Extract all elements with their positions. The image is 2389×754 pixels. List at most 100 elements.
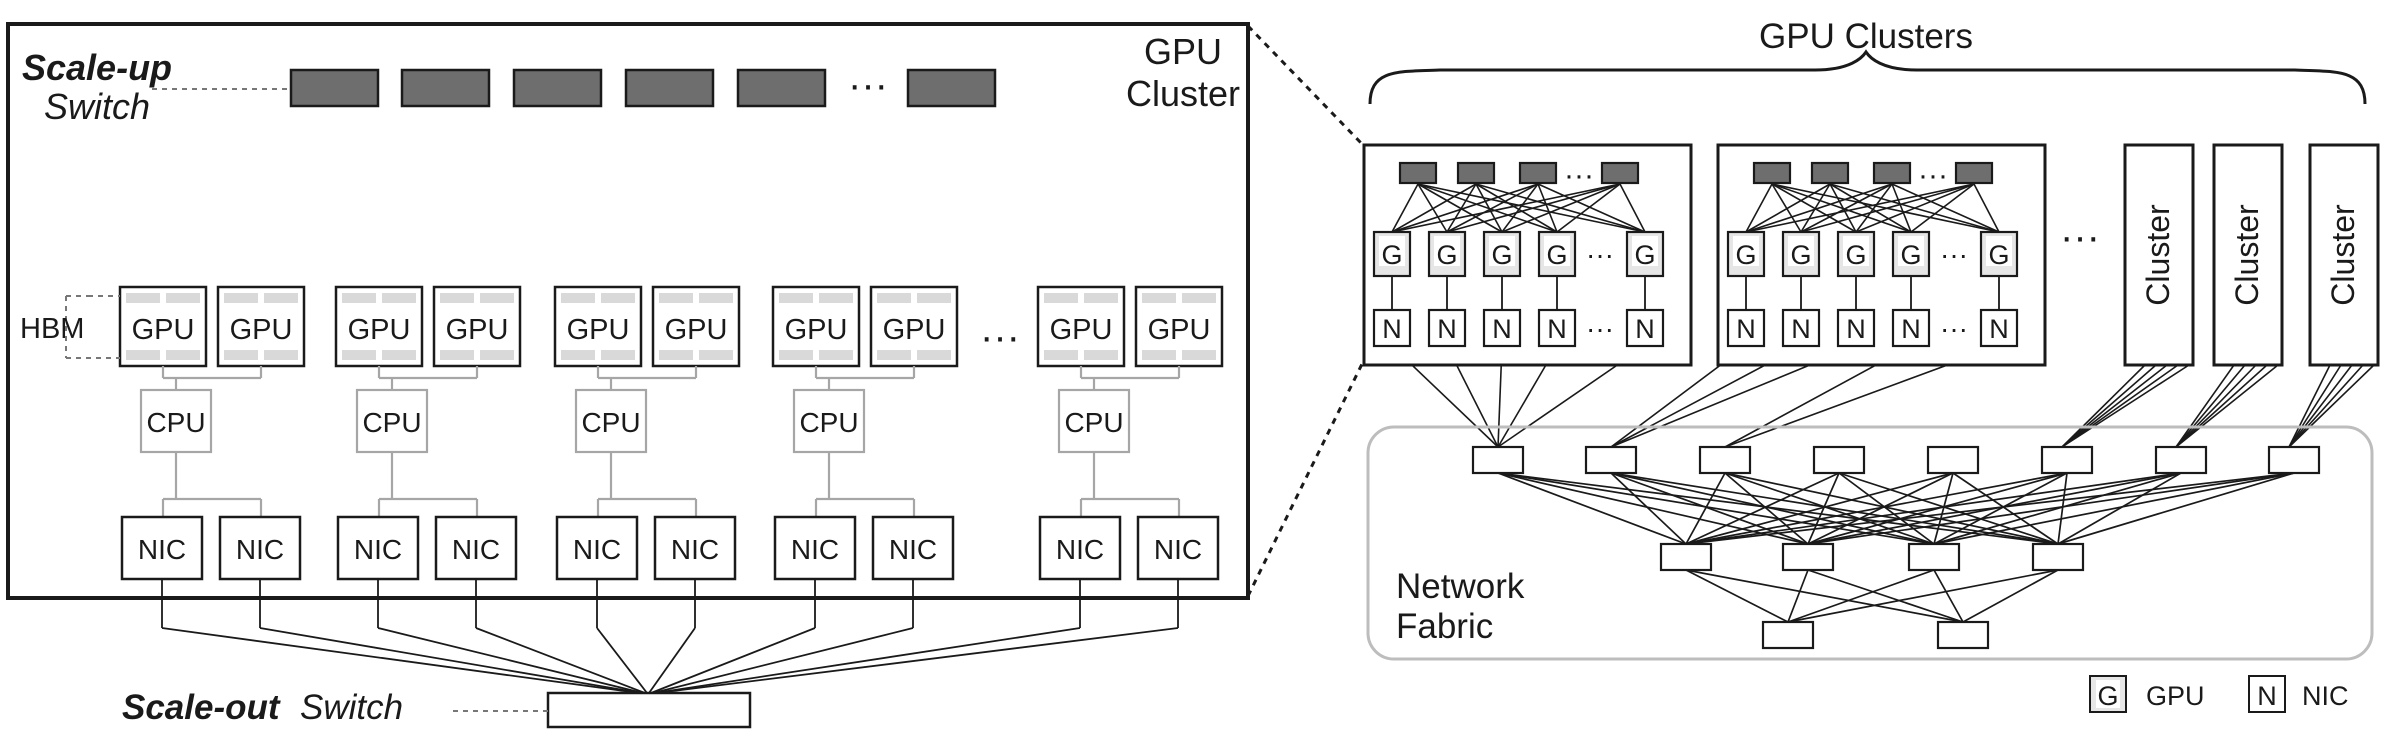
cluster-gpu-ellipsis: ··· [1940, 239, 1968, 270]
hbm-block [917, 350, 951, 360]
fabric-wire [1610, 472, 1687, 545]
hbm-block [480, 350, 514, 360]
nic-box [336, 515, 420, 581]
hbm-block [819, 350, 853, 360]
cpu-label: CPU [362, 407, 421, 438]
scale-out-label-rest: Switch [300, 688, 403, 727]
cluster-internal-wire [1973, 183, 2000, 233]
cpu-box [1057, 388, 1131, 454]
hbm-block [480, 293, 514, 303]
hbm-label: HBM [20, 313, 84, 345]
cluster-internal-wire [1745, 183, 1773, 233]
cluster-gpu-inner [1733, 236, 1759, 266]
hbm-block [264, 293, 298, 303]
hbm-block [126, 293, 160, 303]
fabric-wire [1807, 472, 2295, 545]
fabric-wire [1685, 472, 2182, 545]
nic-label: NIC [1154, 534, 1202, 565]
nic-box [1136, 515, 1220, 581]
cluster-internal-wire [1391, 183, 1419, 233]
hbm-block [382, 350, 416, 360]
cluster-uplink [2288, 364, 2375, 448]
legend-gpu-symbol: G [2097, 681, 2118, 711]
scale-out-wire [654, 627, 1081, 694]
hbm-block [819, 293, 853, 303]
cluster-switch [1954, 161, 1994, 185]
cluster-gpu-label: G [1735, 240, 1756, 270]
hbm-block [561, 350, 595, 360]
cluster-uplink [2175, 364, 2268, 448]
scale-out-wire [650, 627, 816, 694]
cluster-internal-wire [1829, 183, 1912, 233]
fabric-wire [1933, 569, 1964, 623]
gpu-ellipsis: ··· [980, 315, 1020, 359]
fabric-wire [1787, 569, 1809, 623]
gpu-label: GPU [132, 314, 195, 346]
cluster-nic-label: N [1382, 314, 1402, 344]
cluster-nic [1427, 308, 1467, 348]
gpu-label: GPU [883, 314, 946, 346]
gpu-label: GPU [348, 314, 411, 346]
cluster-gpu-label: G [1900, 240, 1921, 270]
cluster-gpu-label: G [1988, 240, 2009, 270]
cluster-gpu-inner [1434, 236, 1460, 266]
switch-ellipsis: ··· [848, 63, 888, 107]
fabric-wire [1497, 472, 1935, 545]
cluster-internal-wire [1619, 183, 1646, 233]
hbm-block [382, 293, 416, 303]
fabric-wire [1807, 472, 1840, 545]
collapsed-cluster-box [2123, 143, 2195, 367]
collapsed-cluster-label: Cluster [2325, 204, 2361, 306]
legend-gpu-swatch-inner [2096, 680, 2120, 708]
cluster-uplink [2288, 364, 2364, 448]
fabric-wire [1497, 472, 1687, 545]
cluster-internal-wire [1475, 183, 1503, 233]
cluster-gpu-inner [1632, 236, 1658, 266]
fabric-wire [1610, 472, 1809, 545]
hbm-block [917, 293, 951, 303]
cluster-internal-wire [1501, 183, 1621, 233]
cluster-nic-label: N [1736, 314, 1756, 344]
cluster-switch [1600, 161, 1640, 185]
nic-label: NIC [1056, 534, 1104, 565]
fabric-label-line2: Fabric [1396, 607, 1493, 646]
fabric-switch-bottom [1761, 620, 1815, 650]
gpu-label: GPU [1050, 314, 1113, 346]
cluster-internal-wire [1800, 183, 1975, 233]
cluster-internal-wire [1771, 183, 1912, 233]
collapsed-cluster-box [2308, 143, 2380, 367]
nic-box [1038, 515, 1122, 581]
scale-up-switch [906, 68, 997, 108]
cluster-uplink [2175, 364, 2279, 448]
cluster-internal-wire [1745, 183, 1975, 233]
fabric-wire [1497, 472, 2059, 545]
fabric-switch-top [2154, 445, 2208, 475]
cluster-internal-wire [1391, 183, 1477, 233]
hbm-block [440, 293, 474, 303]
scale-up-label-bold: Scale-up [22, 47, 172, 88]
gpu-label: GPU [785, 314, 848, 346]
cluster-gpu-inner [1489, 236, 1515, 266]
hbm-block [877, 350, 911, 360]
cluster-uplink [2061, 364, 2157, 448]
hbm-block [659, 350, 693, 360]
nic-label: NIC [889, 534, 937, 565]
gpu-label: GPU [567, 314, 630, 346]
hbm-block [659, 293, 693, 303]
hbm-block [224, 350, 258, 360]
hbm-block [779, 293, 813, 303]
nic-box [434, 515, 518, 581]
cluster-switch [1752, 161, 1792, 185]
fabric-wire [1724, 472, 2059, 545]
cluster-internal-wire [1745, 183, 1831, 233]
cluster-gpu-label: G [1381, 240, 1402, 270]
gpu-label: GPU [1148, 314, 1211, 346]
cluster-internal-wire [1891, 183, 2000, 233]
cluster-internal-wire [1556, 183, 1621, 233]
cluster-nic-label: N [1901, 314, 1921, 344]
cpu-box [139, 388, 213, 454]
cluster-gpu-label: G [1845, 240, 1866, 270]
cluster-uplink [2175, 364, 2235, 448]
cluster-switch [1518, 161, 1558, 185]
